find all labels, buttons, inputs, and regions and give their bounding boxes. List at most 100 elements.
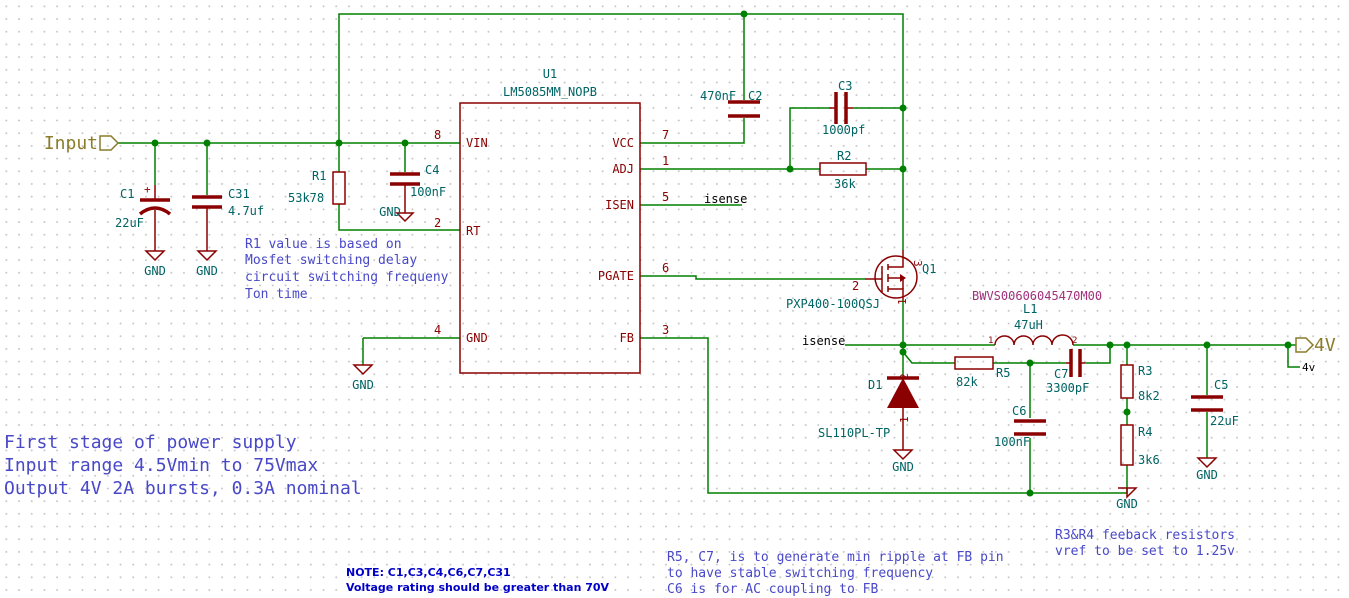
gnd-symbol: GND [196, 245, 218, 278]
value-d1: SL110PL-TP [818, 426, 890, 440]
pin-name: ISEN [605, 198, 634, 212]
pin-name: VCC [612, 136, 634, 150]
pin-name: ADJ [612, 162, 634, 176]
capacitor-c5[interactable]: C5 22uF [1191, 378, 1239, 428]
ref-c1: C1 [120, 187, 134, 201]
junction [740, 10, 748, 18]
note-line: R1 value is based on [245, 237, 402, 252]
pin-number: 6 [662, 261, 669, 275]
ref-q1: Q1 [922, 262, 936, 276]
ref-l1: L1 [1023, 302, 1037, 316]
resistor-r3[interactable]: R3 8k2 [1120, 364, 1160, 403]
junction [899, 348, 907, 356]
note-line: Ton time [245, 287, 308, 302]
capacitor-c6[interactable]: C6 100nF [994, 404, 1046, 449]
input-port[interactable]: Input [44, 133, 120, 154]
gnd-symbol: GND [144, 245, 166, 278]
diode-d1[interactable]: 2 1 D1 SL110PL-TP [818, 373, 919, 450]
junction [1026, 359, 1034, 367]
note-line: R5, C7, is to generate min ripple at FB … [667, 550, 1004, 565]
q1-pin2: 2 [852, 279, 859, 293]
junction [401, 139, 409, 147]
note-line: First stage of power supply [4, 432, 297, 453]
resistor-r1[interactable]: R1 53k78 [288, 169, 346, 205]
gnd-symbol: GND [1196, 457, 1218, 482]
capacitor-c31[interactable]: C31 4.7uf [192, 187, 264, 245]
ref-r1: R1 [312, 169, 326, 183]
pin-number: 1 [662, 154, 669, 168]
pin-number: 2 [434, 216, 441, 230]
d1-pin1: 1 [898, 416, 911, 423]
capacitor-c4[interactable]: C4 100nF [390, 163, 446, 213]
junction [899, 104, 907, 112]
mosfet-q1[interactable]: 2 3 1 Q1 PXP400-100QSJ [786, 250, 936, 311]
ic-u1[interactable]: U1 LM5085MM_NOPB 8 VIN 2 RT 4 GND 7 VCC … [434, 67, 669, 374]
value-c31: 4.7uf [228, 204, 264, 218]
ic-ref: U1 [543, 67, 557, 81]
gnd-label: GND [1116, 497, 1138, 511]
r1-note: R1 value is based on Mosfet switching de… [245, 237, 449, 302]
note-line: Output 4V 2A bursts, 0.3A nominal [4, 478, 362, 499]
value-q1: PXP400-100QSJ [786, 297, 880, 311]
capacitor-c3[interactable]: C3 1000pf [822, 79, 865, 137]
pin-name: RT [466, 224, 480, 238]
junction [151, 139, 159, 147]
capacitor-c7[interactable]: C7 3300pF [1046, 349, 1089, 395]
note-line: to have stable switching frequency [667, 566, 933, 581]
note-line: circuit switching frequeny [245, 270, 449, 285]
value-l1: 47uH [1014, 318, 1043, 332]
gnd-symbol: GND [892, 449, 914, 474]
value-c7: 3300pF [1046, 381, 1089, 395]
junction [1123, 408, 1131, 416]
note-line: Input range 4.5Vmin to 75Vmax [4, 455, 318, 476]
value-c1: 22uF [115, 216, 144, 230]
resistor-r4[interactable]: R4 3k6 [1120, 424, 1160, 467]
ref-r4: R4 [1138, 425, 1152, 439]
voltage-warning-note: NOTE: C1,C3,C4,C6,C7,C31 Voltage rating … [346, 566, 610, 594]
gnd-symbol: GND [352, 364, 374, 392]
ref-c5: C5 [1214, 378, 1228, 392]
note-line: C6 is for AC coupling to FB [667, 582, 878, 597]
ref-r3: R3 [1138, 364, 1152, 378]
capacitor-c2[interactable]: 470nF C2 [700, 89, 762, 118]
pin-number: 5 [662, 190, 669, 204]
net-label-4v: 4v [1302, 361, 1316, 374]
pin-number: 3 [662, 323, 669, 337]
gnd-label: GND [379, 205, 401, 219]
capacitor-c1[interactable]: + C1 22uF [115, 183, 172, 245]
junction [786, 165, 794, 173]
value-c6: 100nF [994, 435, 1030, 449]
junction [1026, 489, 1034, 497]
value-c2: 470nF [700, 89, 736, 103]
ref-c6: C6 [1012, 404, 1026, 418]
gnd-symbol: GND [1116, 487, 1138, 511]
l1-pin2: 2 [1072, 336, 1077, 346]
input-port-label: Input [44, 133, 98, 154]
gnd-label: GND [892, 460, 914, 474]
ref-r5: R5 [996, 366, 1010, 380]
inductor-l1[interactable]: BWVS00606045470M00 L1 47uH 1 2 [972, 289, 1102, 346]
value-r2: 36k [834, 177, 856, 191]
resistor-r5[interactable]: 82k R5 [954, 356, 1010, 389]
ref-c31: C31 [228, 187, 250, 201]
ref-c7: C7 [1054, 367, 1068, 381]
junction [1284, 341, 1292, 349]
value-r5: 82k [956, 375, 978, 389]
feedback-note: R3&R4 feeback resistors vref to be set t… [1055, 528, 1235, 559]
resistor-r2[interactable]: R2 36k [819, 149, 867, 191]
pin-name: PGATE [598, 269, 634, 283]
value-c5: 22uF [1210, 414, 1239, 428]
junction [1106, 341, 1114, 349]
gnd-label: GND [352, 378, 374, 392]
note-line: Mosfet switching delay [245, 253, 417, 268]
pin-number: 4 [434, 323, 441, 337]
gnd-symbol: GND [379, 205, 415, 223]
output-port[interactable]: 4V 4v [1295, 335, 1336, 374]
part-l1: BWVS00606045470M00 [972, 289, 1102, 303]
pin-name: VIN [466, 136, 488, 150]
note-line: R3&R4 feeback resistors [1055, 528, 1235, 543]
ref-d1: D1 [868, 378, 882, 392]
pin-number: 8 [434, 128, 441, 142]
ref-c4: C4 [425, 163, 439, 177]
